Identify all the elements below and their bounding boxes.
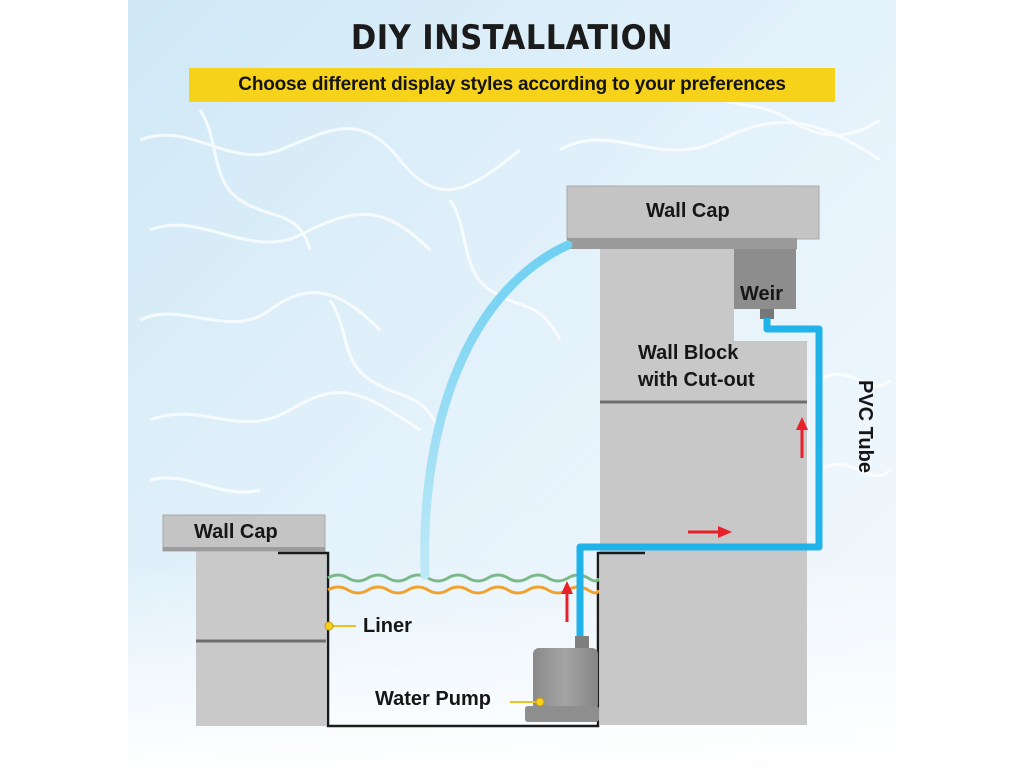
pump-base <box>525 706 599 722</box>
water-surface-wave <box>327 573 600 583</box>
label-liner: Liner <box>363 615 412 637</box>
arrow-up-pump <box>561 581 573 622</box>
pvc-tube <box>576 318 823 640</box>
label-wall-block: Wall Block <box>638 342 739 364</box>
weir-body <box>734 249 796 309</box>
label-water-pump: Water Pump <box>375 688 491 710</box>
subtitle-text: Choose different display styles accordin… <box>238 74 786 95</box>
page-title: DIY INSTALLATION <box>350 18 674 58</box>
flow-arrows <box>561 417 808 622</box>
label-wall-cap-top: Wall Cap <box>646 200 730 222</box>
waterfall-stream <box>420 240 573 580</box>
subtitle-banner: Choose different display styles accordin… <box>189 68 835 102</box>
top-wall-cap <box>566 185 820 240</box>
leader-lines <box>324 621 545 707</box>
pump-body <box>533 648 598 710</box>
label-wall-block-cutout: with Cut-out <box>638 369 755 391</box>
arrow-right-horizontal <box>688 526 732 538</box>
liner-marker <box>324 621 334 631</box>
label-weir: Weir <box>740 283 783 305</box>
weir-nozzle <box>760 309 774 319</box>
right-wall <box>566 185 820 725</box>
arrow-up-vertical <box>796 417 808 458</box>
left-wall-block <box>196 551 326 726</box>
pond-liner-outline <box>278 551 645 728</box>
caustic-pattern <box>139 88 892 494</box>
left-wall-cap-shadow <box>163 547 325 551</box>
label-wall-cap-left: Wall Cap <box>194 521 278 543</box>
pump-marker <box>535 697 545 707</box>
water-pump <box>525 636 599 722</box>
top-wall-cap-underside <box>567 238 797 249</box>
left-wall <box>162 514 326 726</box>
label-pvc-tube: PVC Tube <box>854 380 876 473</box>
